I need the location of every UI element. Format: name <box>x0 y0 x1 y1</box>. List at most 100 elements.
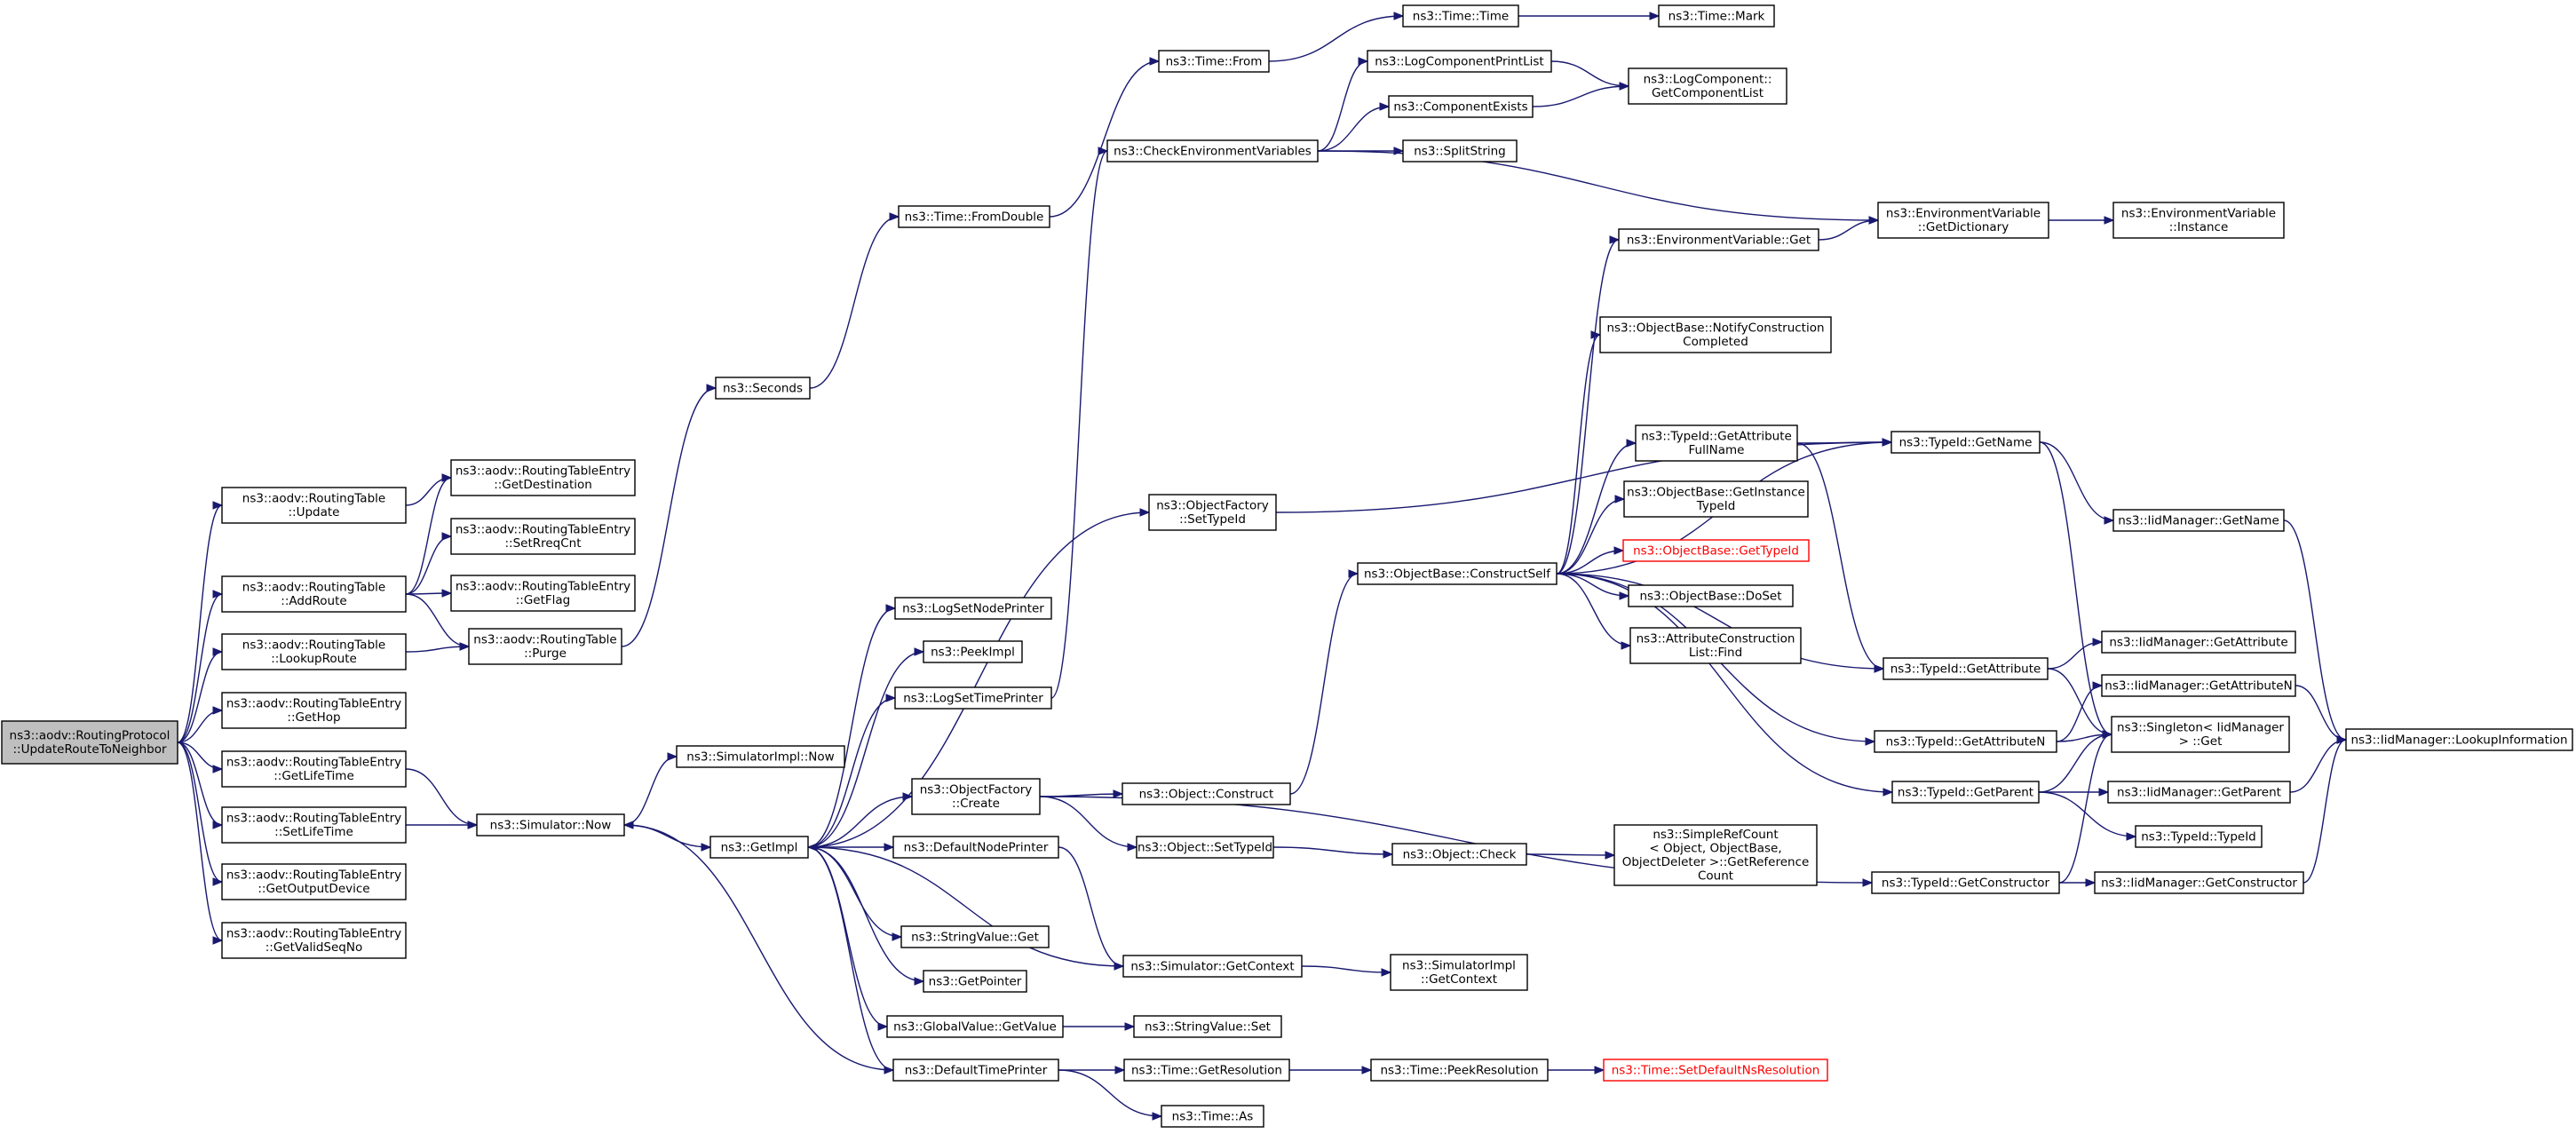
node-ns3-objectbase-gettypeid[interactable]: ns3::ObjectBase::GetTypeId <box>1622 539 1810 562</box>
node-label-line: ns3::SimulatorImpl::Now <box>686 749 834 764</box>
node-ns3-componentexists[interactable]: ns3::ComponentExists <box>1388 95 1534 118</box>
node-ns3-object-check[interactable]: ns3::Object::Check <box>1391 843 1527 866</box>
node-ns3-aodv-routingtable-lookuproute[interactable]: ns3::aodv::RoutingTable::LookupRoute <box>221 633 407 670</box>
node-label-line: ns3::TypeId::GetAttributeN <box>1886 734 2046 749</box>
node-ns3-time-time[interactable]: ns3::Time::Time <box>1402 4 1519 28</box>
node-ns3-simplerefcount-object-objectbase-objectdeleter-getreferencecount[interactable]: ns3::SimpleRefCount< Object, ObjectBase,… <box>1613 824 1818 886</box>
node-ns3-object-construct[interactable]: ns3::Object::Construct <box>1122 782 1291 805</box>
call-edge-rtPurge-to-seconds <box>621 384 717 647</box>
node-label-line: ns3::GlobalValue::GetValue <box>893 1019 1057 1034</box>
node-ns3-typeid-getparent[interactable]: ns3::TypeId::GetParent <box>1891 781 2040 804</box>
node-ns3-simulatorimpl-now[interactable]: ns3::SimulatorImpl::Now <box>676 745 845 768</box>
node-ns3-getimpl[interactable]: ns3::GetImpl <box>709 836 809 859</box>
node-label-line: FullName <box>1689 443 1745 457</box>
node-label-line: ::UpdateRouteToNeighbor <box>12 742 166 757</box>
node-ns3-aodv-routingtableentry-gethop[interactable]: ns3::aodv::RoutingTableEntry::GetHop <box>221 692 407 729</box>
node-ns3-typeid-getconstructor[interactable]: ns3::TypeId::GetConstructor <box>1871 871 2060 894</box>
node-ns3-aodv-routingtable-purge[interactable]: ns3::aodv::RoutingTable::Purge <box>468 628 622 665</box>
node-ns3-splitstring[interactable]: ns3::SplitString <box>1402 139 1518 163</box>
node-ns3-simulatorimpl-getcontext[interactable]: ns3::SimulatorImpl::GetContext <box>1390 954 1528 991</box>
node-ns3-iidmanager-lookupinformation[interactable]: ns3::IidManager::LookupInformation <box>2345 728 2573 751</box>
node-label-line: ns3::LogComponentPrintList <box>1375 54 1543 68</box>
node-ns3-aodv-routingtableentry-getoutputdevice[interactable]: ns3::aodv::RoutingTableEntry::GetOutputD… <box>221 863 407 900</box>
call-edge-objCheck-to-simpleRef <box>1526 851 1616 860</box>
node-ns3-time-peekresolution[interactable]: ns3::Time::PeekResolution <box>1370 1059 1549 1082</box>
node-ns3-environmentvariable-get[interactable]: ns3::EnvironmentVariable::Get <box>1618 228 1819 251</box>
node-label-line: ns3::SplitString <box>1414 144 1506 158</box>
node-label-line: ns3::IidManager::GetParent <box>2117 785 2281 799</box>
node-ns3-singleton-iidmanager-get[interactable]: ns3::Singleton< IidManager> ::Get <box>2111 716 2290 753</box>
call-edge-obConstructSelf-to-obNotify <box>1556 330 1602 575</box>
node-ns3-aodv-routingtable-update[interactable]: ns3::aodv::RoutingTable::Update <box>221 487 407 524</box>
node-ns3-objectfactory-create[interactable]: ns3::ObjectFactory::Create <box>911 778 1041 815</box>
node-ns3-iidmanager-getattribute[interactable]: ns3::IidManager::GetAttribute <box>2101 630 2296 654</box>
call-edge-defTimePrinter-to-getResolution <box>1058 1066 1126 1075</box>
node-ns3-defaulttimeprinter[interactable]: ns3::DefaultTimePrinter <box>892 1059 1059 1082</box>
node-label-line: ns3::ObjectBase::ConstructSelf <box>1364 567 1551 581</box>
node-ns3-logcomponent-getcomponentlist[interactable]: ns3::LogComponent::GetComponentList <box>1628 67 1787 105</box>
node-label-line: ns3::SimpleRefCount <box>1653 828 1778 842</box>
node-ns3-aodv-routingtableentry-setlifetime[interactable]: ns3::aodv::RoutingTableEntry::SetLifeTim… <box>221 806 407 844</box>
call-edge-defNodePrinter-to-simGetContext <box>1058 846 1125 971</box>
node-ns3-aodv-routingtableentry-getvalidseqno[interactable]: ns3::aodv::RoutingTableEntry::GetValidSe… <box>221 922 407 959</box>
node-ns3-iidmanager-getconstructor[interactable]: ns3::IidManager::GetConstructor <box>2094 871 2304 894</box>
node-ns3-time-mark[interactable]: ns3::Time::Mark <box>1658 4 1775 28</box>
node-ns3-typeid-getattribute[interactable]: ns3::TypeId::GetAttribute <box>1882 657 2049 680</box>
node-ns3-aodv-routingtableentry-getlifetime[interactable]: ns3::aodv::RoutingTableEntry::GetLifeTim… <box>221 750 407 788</box>
node-label-line: ns3::TypeId::TypeId <box>2141 829 2256 844</box>
node-ns3-peekimpl[interactable]: ns3::PeekImpl <box>923 640 1023 663</box>
node-label-line: Completed <box>1683 335 1748 349</box>
node-label-line: ns3::aodv::RoutingTableEntry <box>226 812 401 826</box>
node-ns3-logsettimeprinter[interactable]: ns3::LogSetTimePrinter <box>894 686 1052 710</box>
node-ns3-time-as[interactable]: ns3::Time::As <box>1161 1105 1264 1128</box>
node-ns3-aodv-routingtableentry-getdestination[interactable]: ns3::aodv::RoutingTableEntry::GetDestina… <box>450 459 636 496</box>
node-ns3-seconds[interactable]: ns3::Seconds <box>715 377 811 400</box>
node-ns3-objectbase-notifyconstructioncompleted[interactable]: ns3::ObjectBase::NotifyConstructionCompl… <box>1599 316 1832 353</box>
call-edge-obConstructSelf-to-tidGetAttrFull <box>1556 439 1637 575</box>
node-ns3-logcomponentprintlist[interactable]: ns3::LogComponentPrintList <box>1367 50 1552 73</box>
node-ns3-aodv-routingtable-addroute[interactable]: ns3::aodv::RoutingTable::AddRoute <box>221 575 407 613</box>
node-label-line: ::GetLifeTime <box>273 769 354 783</box>
node-ns3-time-setdefaultnsresolution[interactable]: ns3::Time::SetDefaultNsResolution <box>1603 1059 1828 1082</box>
node-ns3-defaultnodeprinter[interactable]: ns3::DefaultNodePrinter <box>892 836 1059 859</box>
call-edge-obConstructSelf-to-envGet <box>1556 235 1621 575</box>
node-ns3-time-fromdouble[interactable]: ns3::Time::FromDouble <box>898 205 1050 228</box>
node-ns3-time-from[interactable]: ns3::Time::From <box>1158 50 1270 73</box>
node-ns3-aodv-routingtableentry-setrreqcnt[interactable]: ns3::aodv::RoutingTableEntry::SetRreqCnt <box>450 518 636 555</box>
node-ns3-objectbase-doset[interactable]: ns3::ObjectBase::DoSet <box>1628 584 1794 607</box>
call-edge-defTimePrinter-to-timeAs <box>1058 1069 1163 1121</box>
node-ns3-objectfactory-settypeid[interactable]: ns3::ObjectFactory::SetTypeId <box>1148 494 1277 531</box>
node-ns3-iidmanager-getparent[interactable]: ns3::IidManager::GetParent <box>2107 781 2291 804</box>
node-ns3-getpointer[interactable]: ns3::GetPointer <box>923 970 1027 993</box>
call-edge-obConstructSelf-to-attrConstrFind <box>1556 573 1632 650</box>
call-edge-peekResolution-to-setDefNsRes <box>1547 1066 1605 1075</box>
node-ns3-aodv-routingtableentry-getflag[interactable]: ns3::aodv::RoutingTableEntry::GetFlag <box>450 575 636 612</box>
node-ns3-stringvalue-set[interactable]: ns3::StringValue::Set <box>1133 1015 1282 1038</box>
node-ns3-globalvalue-getvalue[interactable]: ns3::GlobalValue::GetValue <box>886 1015 1064 1038</box>
node-ns3-iidmanager-getname[interactable]: ns3::IidManager::GetName <box>2112 509 2285 532</box>
call-edge-checkEnv-to-logCompPrint <box>1317 57 1369 152</box>
node-ns3-environmentvariable-getdictionary[interactable]: ns3::EnvironmentVariable::GetDictionary <box>1877 202 2049 239</box>
node-ns3-typeid-getattributen[interactable]: ns3::TypeId::GetAttributeN <box>1874 730 2057 753</box>
call-edge-logCompPrint-to-logCompGetList <box>1550 60 1630 91</box>
call-edge-timeTime-to-timeMark <box>1518 12 1661 20</box>
node-ns3-aodv-routingprotocol-updateroutetoneighbor[interactable]: ns3::aodv::RoutingProtocol::UpdateRouteT… <box>1 720 178 765</box>
node-ns3-logsetnodeprinter[interactable]: ns3::LogSetNodePrinter <box>894 597 1052 620</box>
node-label-line: ns3::Time::Time <box>1413 9 1509 23</box>
node-ns3-object-settypeid[interactable]: ns3::Object::SetTypeId <box>1136 836 1274 859</box>
node-ns3-typeid-getname[interactable]: ns3::TypeId::GetName <box>1890 431 2041 454</box>
node-label-line: ::SetTypeId <box>1179 512 1246 527</box>
node-ns3-simulator-now[interactable]: ns3::Simulator::Now <box>476 813 625 837</box>
node-ns3-checkenvironmentvariables[interactable]: ns3::CheckEnvironmentVariables <box>1106 139 1319 163</box>
node-ns3-objectbase-constructself[interactable]: ns3::ObjectBase::ConstructSelf <box>1357 562 1557 585</box>
node-ns3-simulator-getcontext[interactable]: ns3::Simulator::GetContext <box>1122 955 1303 978</box>
node-ns3-time-getresolution[interactable]: ns3::Time::GetResolution <box>1123 1059 1290 1082</box>
node-ns3-iidmanager-getattributen[interactable]: ns3::IidManager::GetAttributeN <box>2101 674 2296 697</box>
node-ns3-stringvalue-get[interactable]: ns3::StringValue::Get <box>900 925 1050 948</box>
node-label-line: Count <box>1698 869 1733 884</box>
node-ns3-typeid-typeid[interactable]: ns3::TypeId::TypeId <box>2135 825 2263 848</box>
node-ns3-environmentvariable-instance[interactable]: ns3::EnvironmentVariable::Instance <box>2112 202 2285 239</box>
